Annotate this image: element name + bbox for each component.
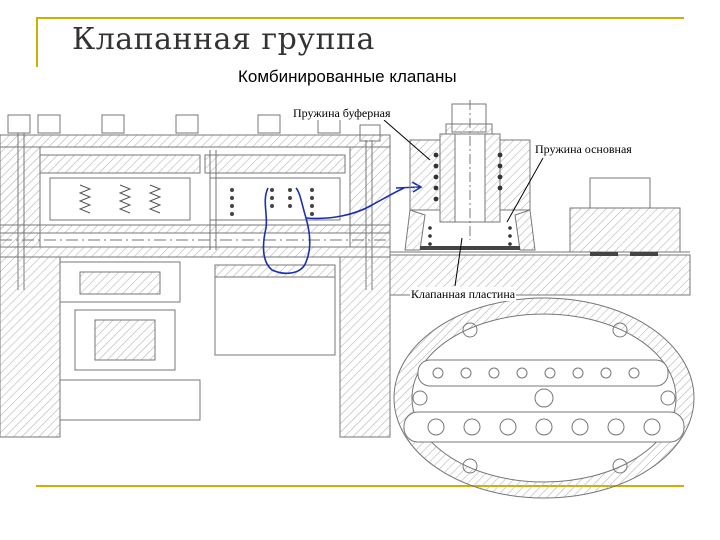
bottom-frame-line	[36, 485, 684, 487]
left-springs	[78, 184, 162, 214]
callout-buffer-spring: Пружина буферная	[292, 106, 392, 120]
callout-main-spring: Пружина основная	[534, 142, 633, 156]
slide-title: Клапанная группа	[72, 22, 375, 57]
valve-plate-plan-view	[393, 297, 695, 499]
bolt-heads	[7, 114, 381, 142]
callout-valve-plate: Клапанная пластина	[410, 287, 517, 301]
slide-subtitle: Комбинированные клапаны	[238, 67, 457, 86]
cross-section-left	[0, 114, 391, 438]
valve-detail-right	[389, 100, 691, 296]
title-frame-top-line	[36, 17, 684, 19]
title-frame-left-line	[36, 17, 38, 67]
leader-lines	[383, 119, 544, 287]
